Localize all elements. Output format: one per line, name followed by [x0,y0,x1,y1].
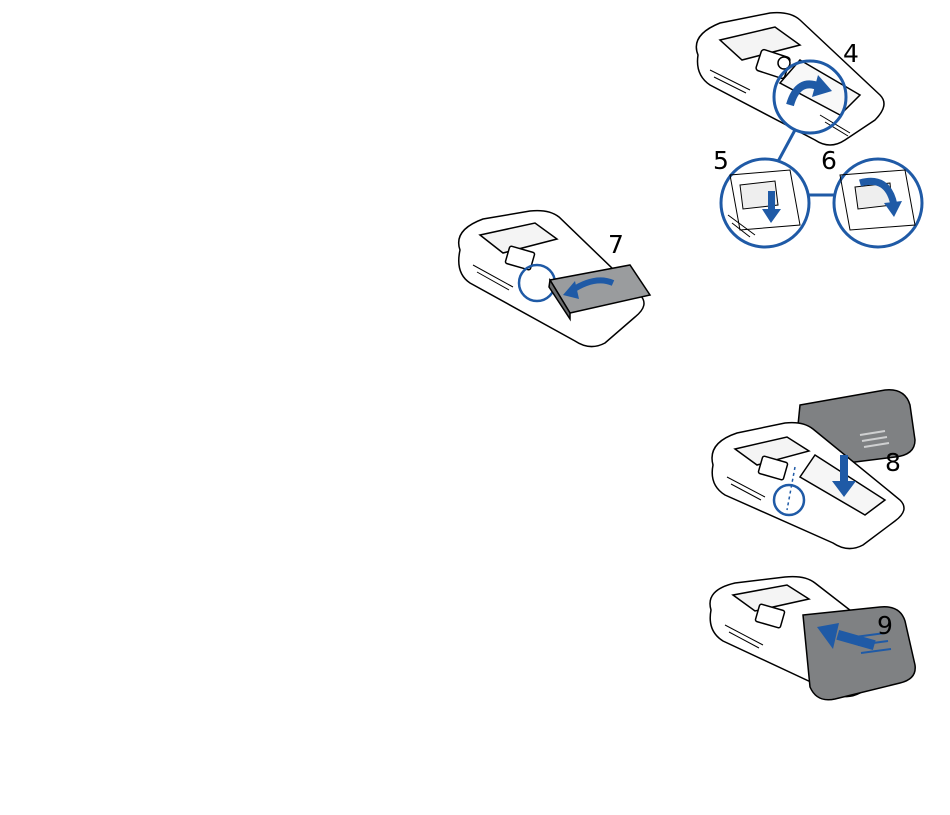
figure-cover-attach: 8 [705,385,940,555]
back-cover [803,607,915,700]
sim-holder-illustration [680,5,940,250]
step-number-9: 9 [877,613,893,638]
step-number-6: 6 [821,148,837,173]
down-arrow-icon [840,455,848,483]
battery-illustration [445,205,665,355]
cover-slide-illustration [705,575,935,715]
figure-sim-holder: 4 5 6 [680,5,940,250]
step-5-detail [721,159,809,247]
phone-illustration [696,13,884,145]
figure-battery: 7 [445,205,665,355]
step-6-detail [834,159,922,247]
step-number-8: 8 [885,450,901,475]
figure-cover-slide: 9 [705,575,935,715]
step-number-7: 7 [608,232,624,257]
step-number-5: 5 [713,148,729,173]
cover-attach-illustration [705,385,940,555]
down-arrow-icon [768,191,775,211]
step-number-4: 4 [843,41,859,66]
